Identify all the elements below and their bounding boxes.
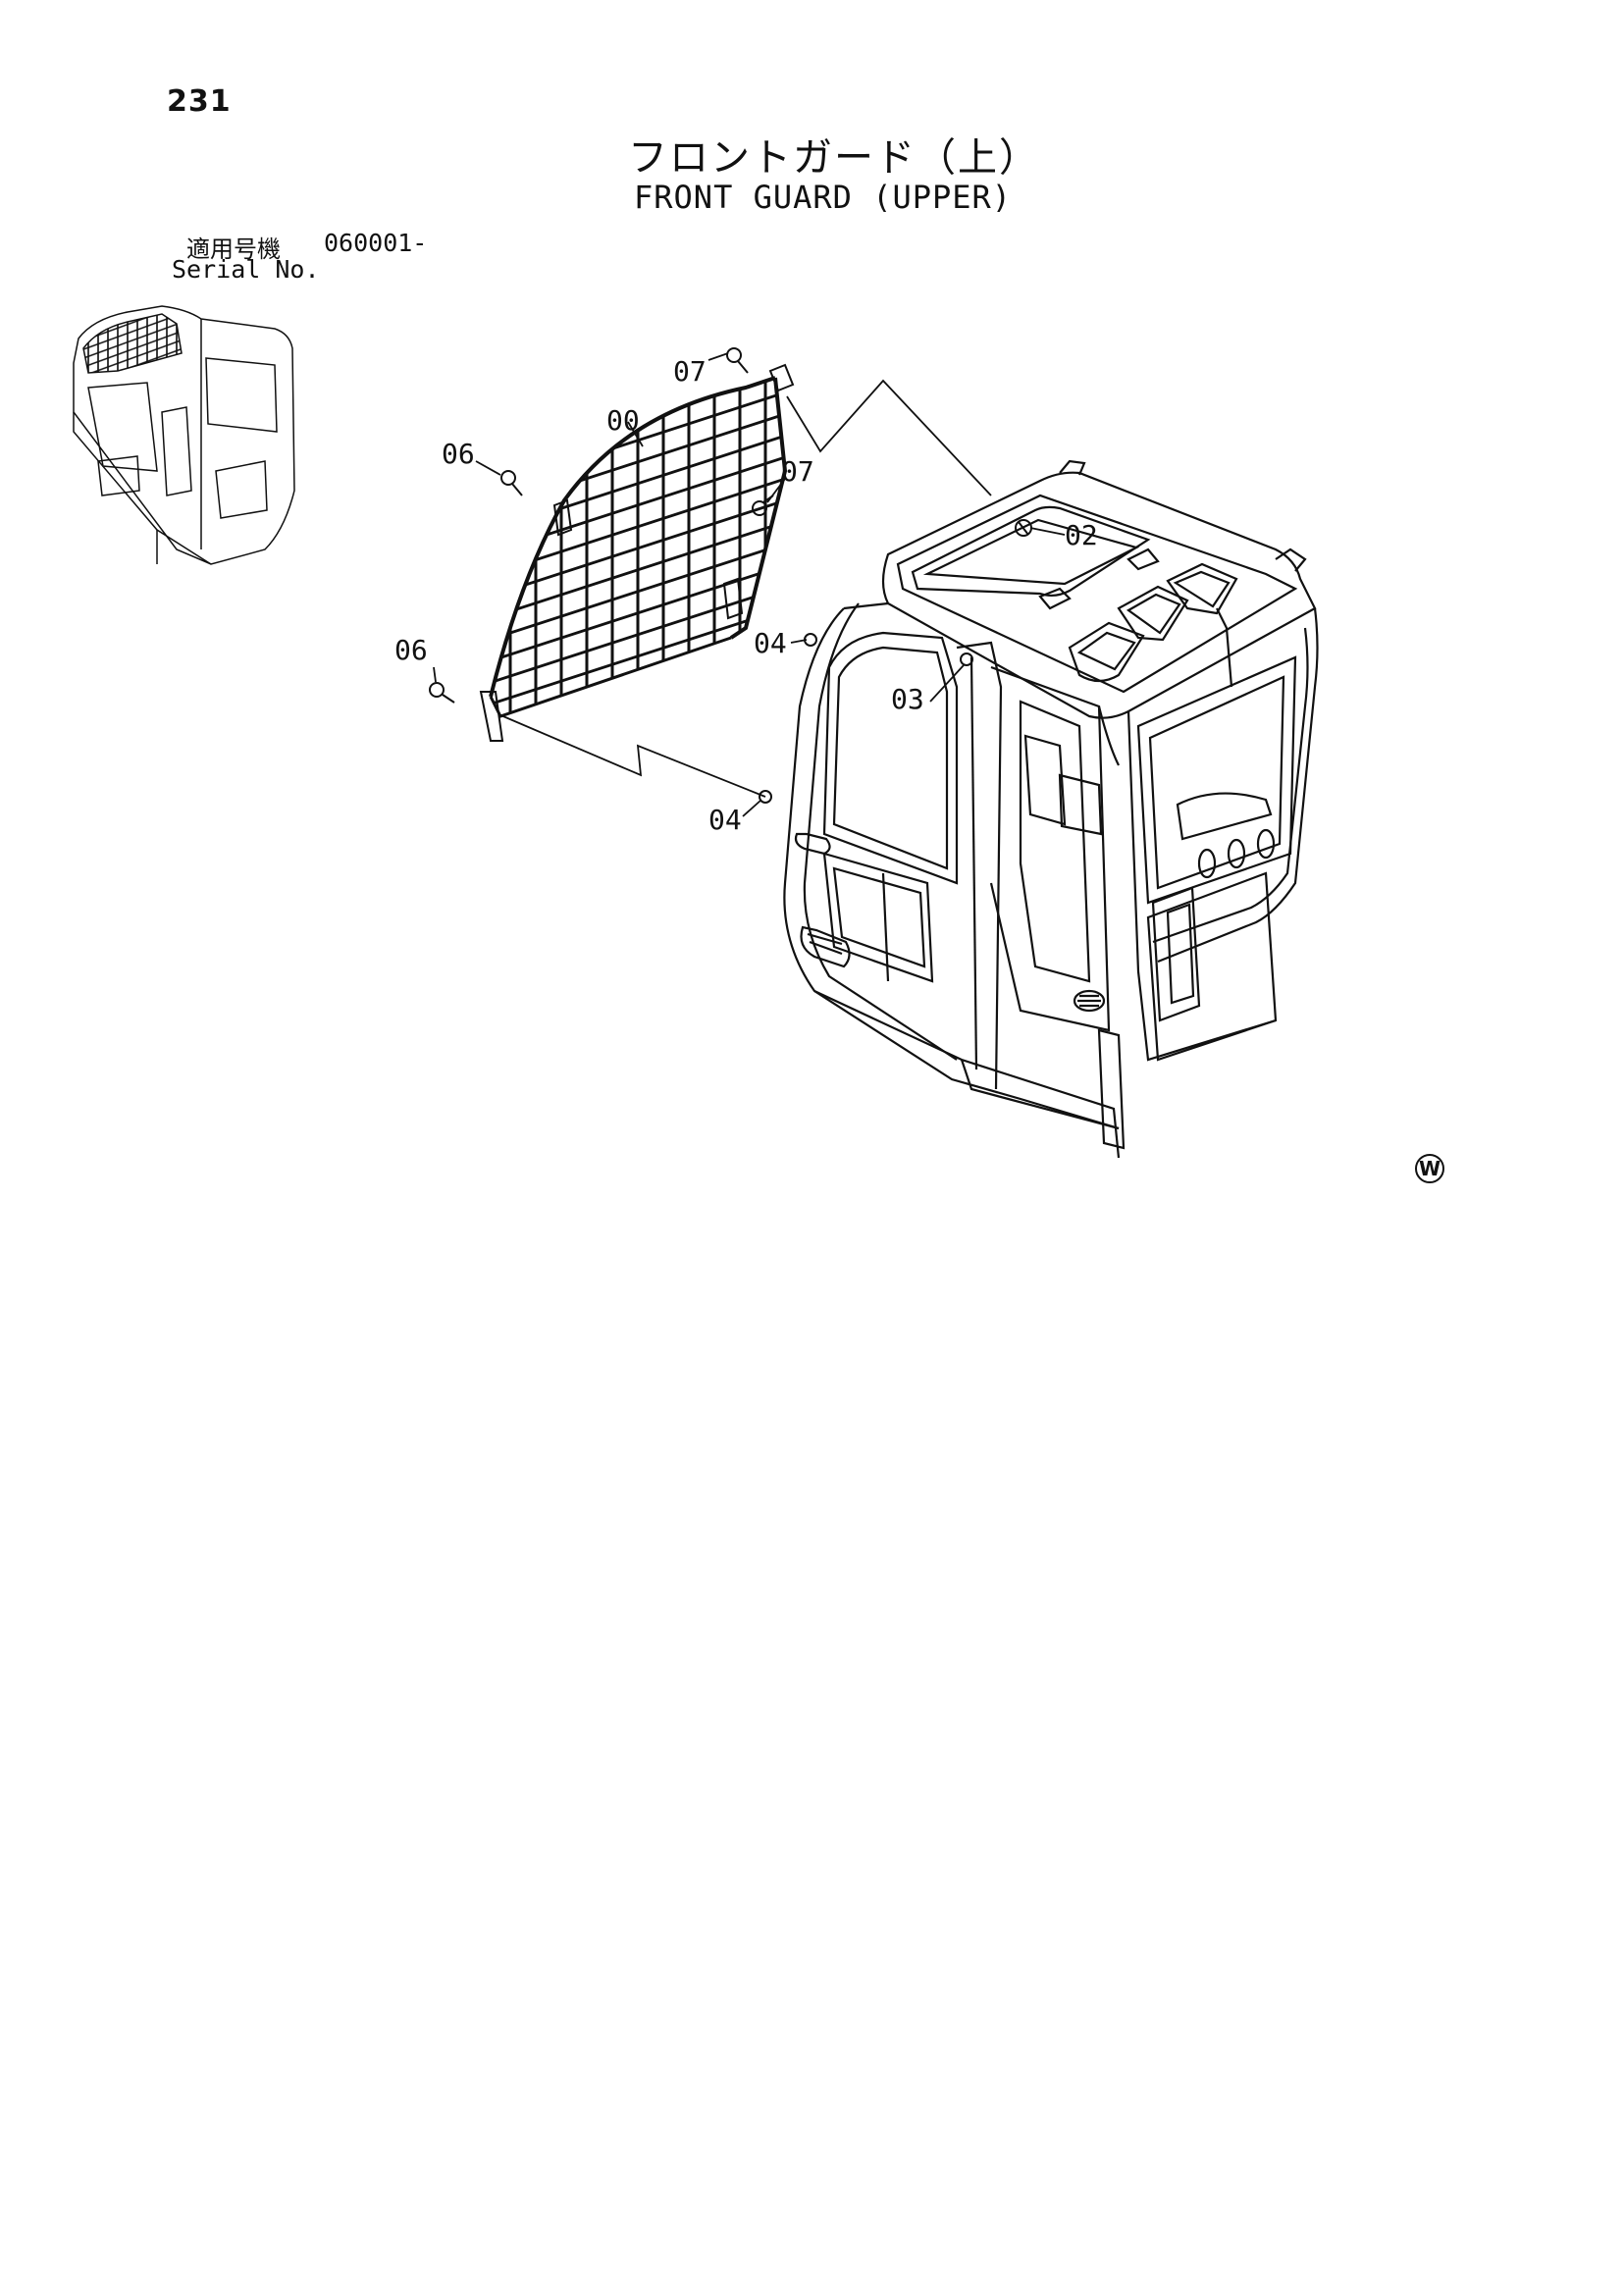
callout-07-top: 07: [673, 355, 707, 388]
title-japanese: フロントガード（上）: [628, 135, 1040, 181]
serial-label-japanese: 適用号機: [186, 235, 281, 263]
thumbnail-cab-icon: [73, 305, 295, 565]
serial-number-value: 060001-: [324, 229, 428, 257]
page-number: 231: [167, 84, 232, 119]
callout-labels: 07 00 06 07 02 04 06 03 04: [394, 355, 1098, 836]
callout-03: 03: [891, 683, 924, 715]
callout-06-upper: 06: [442, 438, 475, 470]
serial-label-english: Serial No.: [172, 255, 320, 284]
leader-lines: [433, 352, 1066, 817]
cab-body: [783, 459, 1319, 1159]
callout-00: 00: [606, 404, 640, 437]
title-english: FRONT GUARD (UPPER): [634, 179, 1013, 216]
callout-04-bottom: 04: [708, 804, 742, 836]
callout-02: 02: [1065, 519, 1098, 551]
callout-07-right: 07: [781, 455, 814, 488]
circled-w-mark: W: [1415, 1154, 1444, 1183]
callout-06-lower: 06: [394, 634, 428, 666]
callout-04-top: 04: [754, 627, 787, 659]
